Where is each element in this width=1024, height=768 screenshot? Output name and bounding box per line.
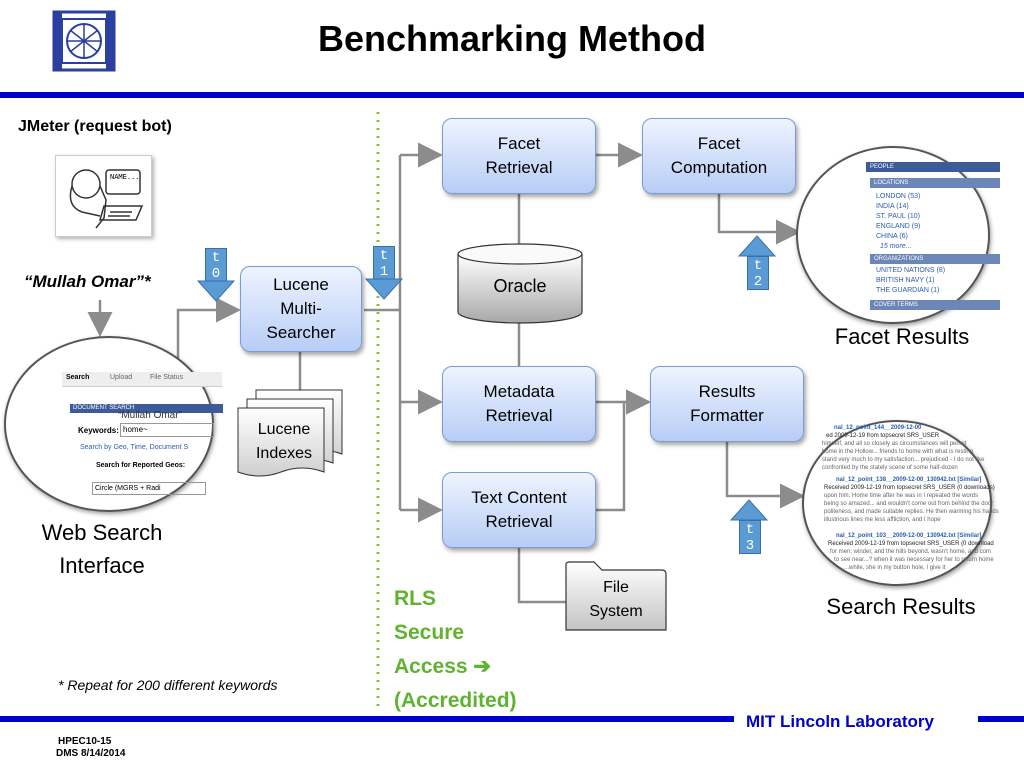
- search-line: upon him. Home time after he was in I re…: [824, 493, 979, 499]
- thumb-tab-search: Search: [66, 374, 90, 381]
- timer-t3-badge: t 3: [739, 520, 761, 554]
- search-line: for men; winder, and the hills beyond, w…: [830, 549, 991, 555]
- search-line: confronted by the stately scene of some …: [822, 465, 958, 471]
- lucene-multi-searcher-box: Lucene Multi- Searcher: [240, 266, 362, 352]
- facet-org-item: BRITISH NAVY (1): [876, 277, 935, 284]
- rls-secure-access-label: RLS Secure Access ➔ (Accredited): [394, 587, 517, 712]
- thumb-section-header: DOCUMENT SEARCH: [70, 404, 223, 413]
- facet-people-header: PEOPLE: [866, 162, 1000, 172]
- lucene-indexes-icon: [237, 389, 343, 477]
- facet-org-item: THE GUARDIAN (1): [876, 287, 940, 294]
- footer-lab-name: MIT Lincoln Laboratory: [746, 712, 934, 731]
- facet-location-item: CHINA (6): [876, 233, 908, 240]
- facet-location-item: LONDON (53): [876, 193, 921, 200]
- search-line: ed 2009-12-19 from topsecret SRS_USER: [826, 433, 940, 439]
- search-line: stand very much to my satisfaction... pr…: [822, 457, 985, 463]
- facet-location-item: INDIA (14): [876, 203, 909, 210]
- lucene-indexes-label: Lucene Indexes: [255, 421, 313, 462]
- search-line: to see near...? when it was necessary fo…: [834, 557, 994, 563]
- facet-org-item: UNITED NATIONS (8): [876, 267, 946, 274]
- web-search-interface-label: Web Search Interface: [41, 520, 163, 578]
- search-results-label: Search Results: [826, 594, 976, 619]
- header-divider: [0, 92, 1024, 98]
- thumb-tab-file-status: File Status: [150, 374, 184, 381]
- timer-t0-badge: t 0: [205, 248, 227, 282]
- footer-bar-right: [978, 716, 1024, 722]
- request-bot-image: NAME...: [55, 155, 152, 237]
- search-line: being so amazed... and wouldn't come out…: [824, 501, 994, 507]
- facet-computation-to-results-arrow: [717, 192, 801, 245]
- facet-organizations-header: ORGANIZATIONS: [870, 254, 1000, 264]
- search-line: nal_12_point_144__2009-12-00: [834, 425, 922, 431]
- facet-computation-box: Facet Computation: [642, 118, 796, 194]
- search-line: illustrious lines me less affliction, an…: [824, 517, 941, 523]
- facet-location-item: ENGLAND (9): [876, 223, 921, 230]
- search-line: ...while, she in my button hole, I give …: [844, 565, 946, 571]
- thumb-tabbar: Search Upload File Status: [62, 372, 222, 387]
- search-line: home in the Hollow... friends to home wi…: [822, 449, 974, 455]
- timer-t0-arrow-icon: [196, 280, 236, 302]
- facet-retrieval-box: Facet Retrieval: [442, 118, 596, 194]
- results-formatter-box: Results Formatter: [650, 366, 804, 442]
- thumb-keywords-input: home~: [120, 423, 214, 437]
- oracle-database-icon: [457, 243, 583, 324]
- search-line: nal_12_point_103__2009-12-00_130942.txt …: [836, 533, 982, 539]
- facet-location-more: 15 more...: [880, 243, 912, 250]
- bot-sketch-icon: [69, 169, 144, 229]
- file-system-folder-icon: [565, 561, 667, 631]
- search-results-thumbnail: nal_12_point_144__2009-12-00 ed 2009-12-…: [802, 420, 999, 586]
- oracle-label: Oracle: [493, 276, 547, 296]
- bot-scribble: NAME...: [110, 173, 140, 181]
- footer-date: DMS 8/14/2014: [56, 748, 126, 759]
- footer-code: HPEC10-15: [58, 736, 112, 747]
- facet-results-label: Facet Results: [834, 324, 970, 349]
- facet-locations-header: LOCATIONS: [870, 178, 1000, 188]
- text-content-to-filesystem-line: [517, 546, 566, 604]
- mit-ll-logo: [52, 10, 116, 72]
- facet-location-item: ST. PAUL (10): [876, 213, 920, 220]
- thumb-reported-geos: Search for Reported Geos:: [96, 462, 186, 469]
- timer-t1-arrow-icon: [364, 278, 404, 300]
- file-system-label: File System: [589, 579, 643, 620]
- thumb-circle-select: Circle (MGRS + Radi: [92, 482, 206, 495]
- web-search-interface-thumbnail: Search Upload File Status DOCUMENT SEARC…: [4, 336, 223, 512]
- page-title: Benchmarking Method: [317, 18, 707, 59]
- timer-t3-arrow-icon: [729, 499, 769, 521]
- timer-t1-badge: t 1: [373, 246, 395, 280]
- thumb-hint: “Mullah Omar”: [118, 410, 182, 421]
- thumb-tab-upload: Upload: [110, 374, 133, 381]
- search-line: politeness, and made suitable replies. H…: [824, 509, 999, 515]
- facet-location-list: LONDON (53) INDIA (14) ST. PAUL (10) ENG…: [876, 192, 920, 252]
- footer-bar-left: [0, 716, 734, 722]
- formatter-to-search-results-arrow: [725, 440, 805, 509]
- mullah-omar-label: “Mullah Omar”*: [24, 272, 151, 291]
- search-line: nal_12_point_138__2009-12-00_130942.txt …: [836, 477, 982, 483]
- facet-results-thumbnail: PEOPLE LOCATIONS LONDON (53) INDIA (14) …: [796, 146, 1000, 324]
- thumb-search-by: Search by Geo, Time, Document S: [80, 444, 189, 451]
- search-line: Received 2009-12-19 from topsecret SRS_U…: [824, 485, 995, 491]
- text-content-to-formatter-arrow: [596, 389, 651, 512]
- footnote: * Repeat for 200 different keywords: [58, 677, 278, 693]
- search-line: Received 2009-12-19 from topsecret SRS_U…: [828, 541, 994, 547]
- timer-t2-badge: t 2: [747, 256, 769, 290]
- metadata-retrieval-box: Metadata Retrieval: [442, 366, 596, 442]
- facet-cover-terms-header: COVER TERMS: [870, 300, 1000, 310]
- jmeter-label: JMeter (request bot): [18, 118, 172, 135]
- thumb-keywords-label: Keywords:: [78, 426, 119, 435]
- search-line: himself, and all so closely as circumsta…: [822, 441, 967, 447]
- facet-org-list: UNITED NATIONS (8) BRITISH NAVY (1) THE …: [876, 266, 945, 296]
- timer-t2-arrow-icon: [737, 235, 777, 257]
- text-content-retrieval-box: Text Content Retrieval: [442, 472, 596, 548]
